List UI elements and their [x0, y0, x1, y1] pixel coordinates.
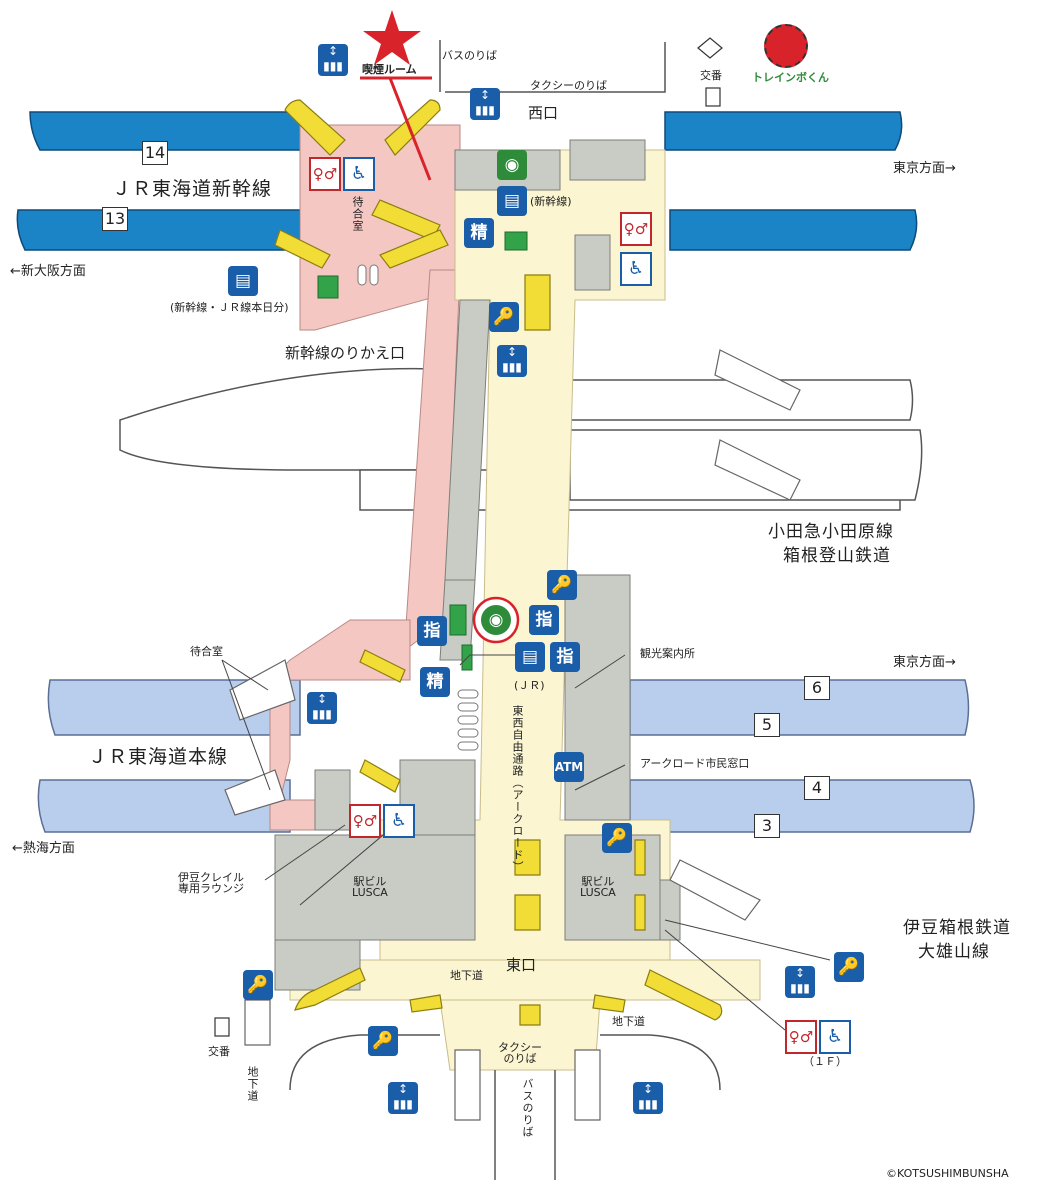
to-shin-osaka: ←新大阪方面 — [10, 264, 86, 279]
stairs — [224, 349, 801, 1121]
reserved-seat-icon: 指 — [550, 642, 580, 672]
jr-note: (ＪＲ) — [514, 679, 545, 692]
transfer-gate-label: 新幹線のりかえ口 — [285, 344, 406, 362]
shinkansen-waiting-room: 待合室 — [351, 196, 364, 232]
underground-right: 地下道 — [612, 1015, 645, 1028]
west-exit-label: 西口 — [528, 104, 559, 122]
east-taxi-label: タクシー のりば — [498, 1041, 542, 1065]
locker-icon: 🔑 — [602, 823, 632, 853]
fare-adjust-icon: 精 — [420, 667, 450, 697]
floor-note: （１Ｆ） — [803, 1055, 847, 1068]
wheelchair-icon: ♿ — [343, 157, 375, 191]
police-box-east-label: 交番 — [208, 1045, 230, 1058]
east-exit-label: 東口 — [506, 956, 537, 974]
shinkansen-tracks — [16, 111, 918, 251]
track-3: 3 — [754, 814, 780, 838]
track-4: 4 — [804, 776, 830, 800]
underground-center: 地下道 — [450, 969, 483, 982]
free-passage-label: 東西自由通路（アークロード） — [511, 705, 524, 873]
locker-icon: 🔑 — [547, 570, 577, 600]
police-box-glyphs — [214, 37, 723, 1037]
building-blocks — [274, 139, 681, 991]
track-6: 6 — [804, 676, 830, 700]
bus-stop-label: バスのりば — [442, 49, 497, 62]
elevator-icon: ↕▮▮▮ — [318, 44, 348, 76]
wheelchair-icon: ♿ — [383, 804, 415, 838]
elevator-icon: ↕▮▮▮ — [497, 345, 527, 377]
leader-lines — [221, 654, 831, 1031]
green-window-icon: ◉ — [481, 605, 511, 635]
toilet-icon: ♀♂ — [309, 157, 341, 191]
track-13: 13 — [102, 207, 128, 231]
locker-icon: 🔑 — [243, 970, 273, 1000]
fare-adjust-icon: 精 — [464, 218, 494, 248]
elevator-icon: ↕▮▮▮ — [785, 966, 815, 998]
lusca-left-label: 駅ビル LUSCA — [352, 875, 388, 899]
mascot-logo: トレインボくん — [752, 24, 829, 84]
hakone-tozan-label: 箱根登山鉄道 — [783, 546, 891, 566]
elevator-icon: ↕▮▮▮ — [633, 1082, 663, 1114]
arcroad-office-label: アークロード市民窓口 — [640, 757, 750, 770]
to-tokyo-bottom: 東京方面→ — [893, 655, 956, 670]
track-14: 14 — [142, 141, 168, 165]
conventional-waiting-room: 待合室 — [190, 645, 223, 658]
mascot-icon — [764, 24, 808, 68]
shinkansen-line-label: ＪＲ東海道新幹線 — [112, 178, 273, 200]
smoking-room-label: 喫煙ルーム — [362, 63, 417, 76]
daiyuzan-label: 大雄山線 — [918, 942, 990, 962]
conventional-line-label: ＪＲ東海道本線 — [88, 746, 229, 768]
smoking-star — [360, 10, 432, 181]
toilet-icon: ♀♂ — [620, 212, 652, 246]
izu-hakone-label: 伊豆箱根鉄道 — [903, 918, 1011, 938]
toilet-icon: ♀♂ — [785, 1020, 817, 1054]
wheelchair-icon: ♿ — [620, 252, 652, 286]
east-bus-label: バスのりば — [521, 1078, 534, 1138]
locker-icon: 🔑 — [489, 302, 519, 332]
atm-icon: ATM — [554, 752, 584, 782]
izu-lounge-label: 伊豆クレイル 専用ラウンジ — [178, 871, 244, 895]
elevator-icon: ↕▮▮▮ — [307, 692, 337, 724]
to-tokyo-top: 東京方面→ — [893, 161, 956, 176]
green-window-icon: ◉ — [497, 150, 527, 180]
police-box-top-label: 交番 — [700, 69, 722, 82]
reserved-seat-icon: 指 — [529, 605, 559, 635]
taxi-stop-label: タクシーのりば — [530, 79, 607, 92]
ticket-note-combined: (新幹線・ＪＲ線本日分) — [170, 301, 289, 314]
odakyu-line-label: 小田急小田原線 — [768, 522, 894, 542]
to-atami: ←熱海方面 — [12, 841, 75, 856]
copyright: ©KOTSUSHIMBUNSHA — [886, 1167, 1009, 1180]
ticket-machine-icon: ▤ — [497, 186, 527, 216]
ticket-note-shinkansen: (新幹線) — [530, 195, 572, 208]
mascot-label: トレインボくん — [752, 71, 829, 84]
toilet-icon: ♀♂ — [349, 804, 381, 838]
ticket-machine-icon: ▤ — [228, 266, 258, 296]
lusca-right-label: 駅ビル LUSCA — [580, 875, 616, 899]
roads — [289, 40, 721, 1180]
locker-icon: 🔑 — [834, 952, 864, 982]
track-5: 5 — [754, 713, 780, 737]
reserved-seat-icon: 指 — [417, 616, 447, 646]
underground-left: 地下道 — [246, 1066, 259, 1102]
elevator-icon: ↕▮▮▮ — [388, 1082, 418, 1114]
elevator-icon: ↕▮▮▮ — [470, 88, 500, 120]
gate-pills — [357, 264, 479, 751]
escalators — [274, 99, 723, 1026]
locker-icon: 🔑 — [368, 1026, 398, 1056]
wheelchair-icon: ♿ — [819, 1020, 851, 1054]
tourist-info-label: 観光案内所 — [640, 647, 695, 660]
ticket-machine-icon: ▤ — [515, 642, 545, 672]
